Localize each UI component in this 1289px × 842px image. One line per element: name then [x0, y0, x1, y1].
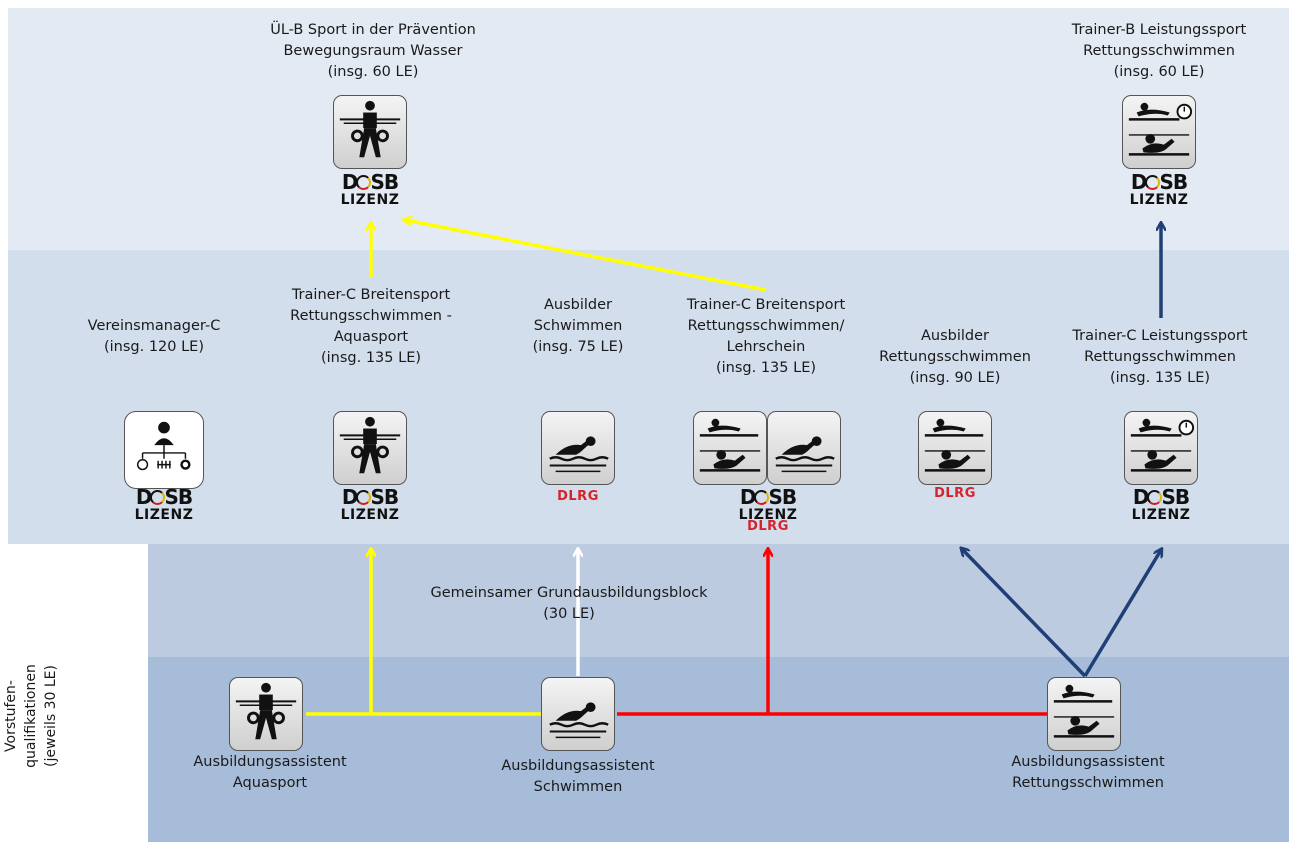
mid-level-band — [8, 250, 1289, 544]
swimmer-icon — [541, 677, 615, 751]
common-block-band — [148, 544, 1289, 657]
swimmer-icon — [541, 411, 615, 485]
dlrg-logo: DLRG — [934, 486, 976, 501]
manager-icon — [124, 411, 204, 489]
lifesaving-icon — [918, 411, 992, 485]
red-path — [617, 550, 1047, 716]
navy-path — [962, 224, 1161, 678]
aquasport-icon — [333, 95, 407, 169]
vereinsmanager-label: Vereinsmanager-C(insg. 120 LE) — [87, 318, 221, 355]
lifesaving-timer-icon — [1124, 411, 1198, 485]
dlrg-logo: DLRG — [557, 489, 599, 504]
lifesaving-icon — [1047, 677, 1121, 751]
yellow-path — [306, 220, 767, 716]
top-level-band — [8, 8, 1289, 250]
lifesaving-icon — [693, 411, 767, 485]
common-block-label: Gemeinsamer Grundausbildungsblock(30 LE) — [430, 585, 708, 622]
pre-qualification-side-label: Vorstufen-qualifikationen(jeweils 30 LE) — [3, 664, 59, 768]
aquasport-icon — [229, 677, 303, 751]
dlrg-logo: DLRG — [747, 519, 789, 534]
aquasport-icon — [333, 411, 407, 485]
lifesaving-timer-icon — [1122, 95, 1196, 169]
swimmer-icon — [767, 411, 841, 485]
